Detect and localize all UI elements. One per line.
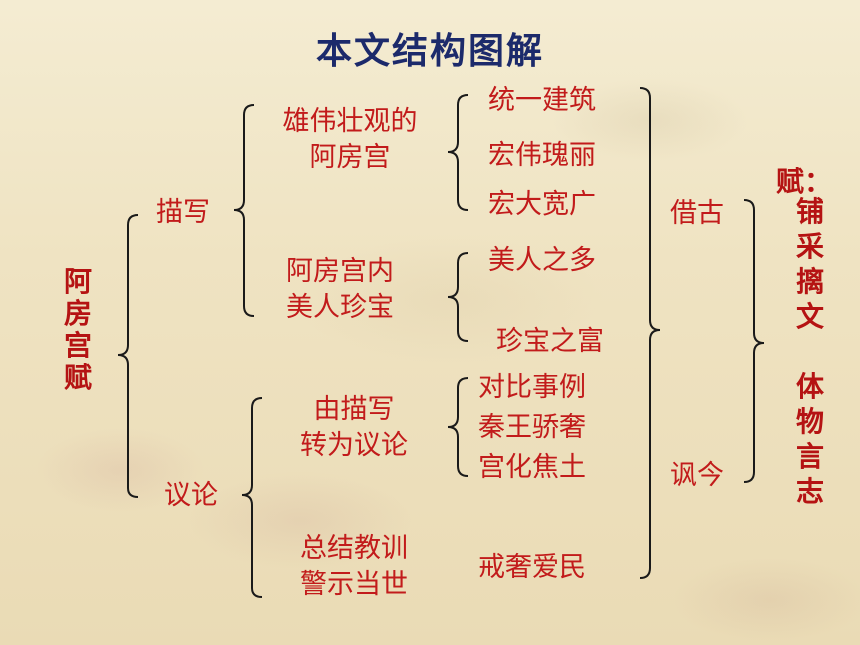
node-transition: 由描写 转为议论 bbox=[300, 394, 408, 461]
node-magnificent-palace: 雄伟壮观的 阿房宫 bbox=[282, 106, 418, 173]
leaf-magnificent-beauty: 宏伟瑰丽 bbox=[488, 140, 596, 171]
genre-char: 言 bbox=[795, 440, 824, 473]
genre-char: 文 bbox=[795, 300, 824, 333]
bracket-right-big bbox=[639, 87, 661, 579]
node-discuss: 议论 bbox=[164, 480, 218, 511]
genre-char: 采 bbox=[795, 230, 824, 263]
leaf-rich-treasures: 珍宝之富 bbox=[496, 326, 604, 357]
node-satire-present: 讽今 bbox=[670, 460, 724, 491]
bracket-transition bbox=[447, 377, 469, 477]
root-char: 赋 bbox=[63, 361, 92, 394]
genre-chars: 铺采摛文体物言志 bbox=[793, 196, 827, 508]
root-node: 阿房宫赋 bbox=[61, 266, 95, 394]
leaf-many-beauties: 美人之多 bbox=[488, 245, 596, 276]
leaf-palace-burned: 宫化焦土 bbox=[478, 452, 586, 483]
node-describe: 描写 bbox=[156, 197, 210, 228]
leaf-frugal-love-people: 戒奢爱民 bbox=[478, 552, 586, 583]
bracket-discuss bbox=[241, 397, 263, 598]
genre-char: 物 bbox=[795, 405, 824, 438]
genre-char: 铺 bbox=[795, 195, 824, 228]
genre-char bbox=[793, 336, 827, 368]
page-title: 本文结构图解 bbox=[315, 31, 544, 72]
node-ancient: 借古 bbox=[670, 198, 724, 229]
genre-char: 体 bbox=[795, 370, 824, 403]
root-char: 宫 bbox=[63, 329, 92, 362]
leaf-qin-king-luxury: 秦王骄奢 bbox=[478, 412, 586, 443]
genre-char: 摛 bbox=[795, 265, 824, 298]
leaf-unified-building: 统一建筑 bbox=[488, 85, 596, 116]
node-beauties-treasures: 阿房宫内 美人珍宝 bbox=[286, 256, 394, 323]
root-char: 阿 bbox=[63, 265, 92, 298]
root-char: 房 bbox=[63, 297, 92, 330]
genre-description: 铺采摛文体物言志 bbox=[793, 196, 827, 511]
bracket-describe bbox=[233, 104, 255, 317]
genre-char: 志 bbox=[795, 475, 824, 508]
node-lesson: 总结教训 警示当世 bbox=[300, 533, 408, 600]
leaf-vast-scale: 宏大宽广 bbox=[488, 189, 596, 220]
bracket-magnificent bbox=[447, 94, 469, 211]
bracket-beauties bbox=[447, 252, 469, 342]
genre-label: 赋： bbox=[776, 165, 833, 198]
bracket-root bbox=[117, 214, 139, 498]
leaf-contrast-examples: 对比事例 bbox=[478, 372, 586, 403]
bracket-genre bbox=[743, 199, 765, 483]
root-label: 阿房宫赋 bbox=[61, 266, 95, 394]
